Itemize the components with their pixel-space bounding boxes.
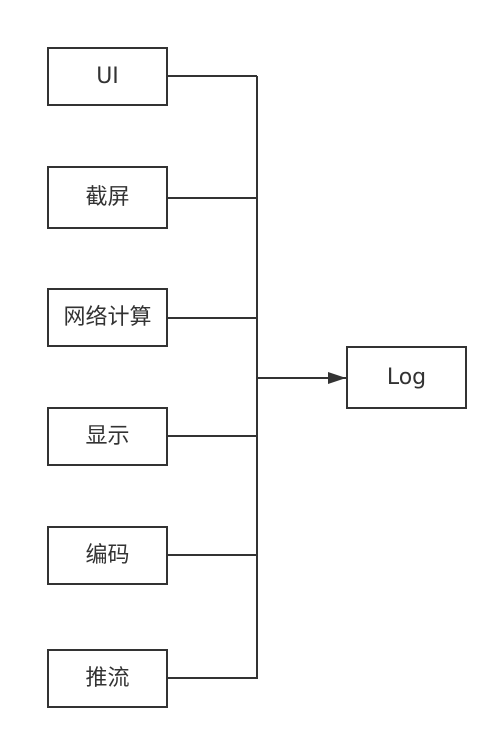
node-log: Log: [346, 346, 467, 409]
node-encode: 编码: [47, 526, 168, 585]
node-network-compute: 网络计算: [47, 288, 168, 347]
node-log-label: Log: [386, 364, 427, 390]
node-display-label: 显示: [85, 423, 130, 449]
node-push-stream: 推流: [47, 649, 168, 708]
node-network-compute-label: 网络计算: [63, 304, 152, 330]
node-ui-label: UI: [96, 63, 119, 89]
node-ui: UI: [47, 47, 168, 106]
node-display: 显示: [47, 407, 168, 466]
node-push-stream-label: 推流: [85, 665, 130, 691]
node-encode-label: 编码: [85, 542, 130, 568]
node-screenshot-label: 截屏: [85, 184, 130, 210]
node-screenshot: 截屏: [47, 166, 168, 229]
